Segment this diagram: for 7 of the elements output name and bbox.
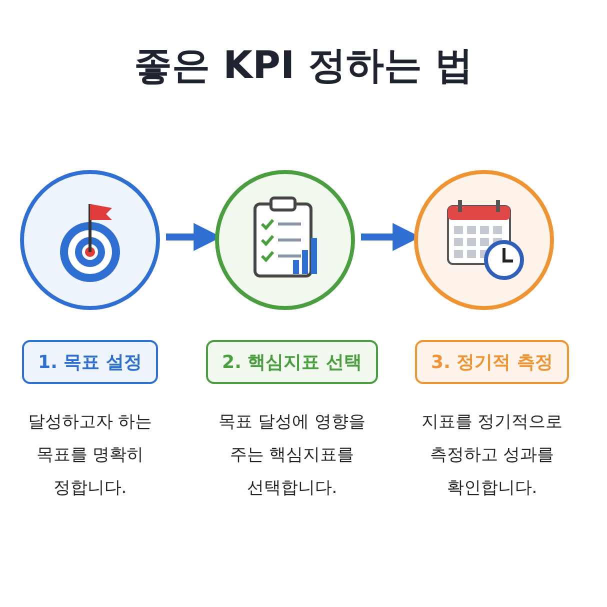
step-description: 목표 달성에 영향을 주는 핵심지표를 선택합니다. [218, 411, 366, 500]
step-description: 달성하고자 하는 목표를 명확히 정합니다. [26, 411, 154, 500]
step-label: 1. 목표 설정 [22, 340, 158, 384]
step-label: 2. 핵심지표 선택 [206, 340, 378, 384]
title: 좋은 KPI 정하는 법 [134, 42, 474, 89]
step-description: 지표를 정기적으로 측정하고 성과를 확인합니다. [420, 411, 564, 500]
step-label: 3. 정기적 측정 [415, 340, 569, 384]
